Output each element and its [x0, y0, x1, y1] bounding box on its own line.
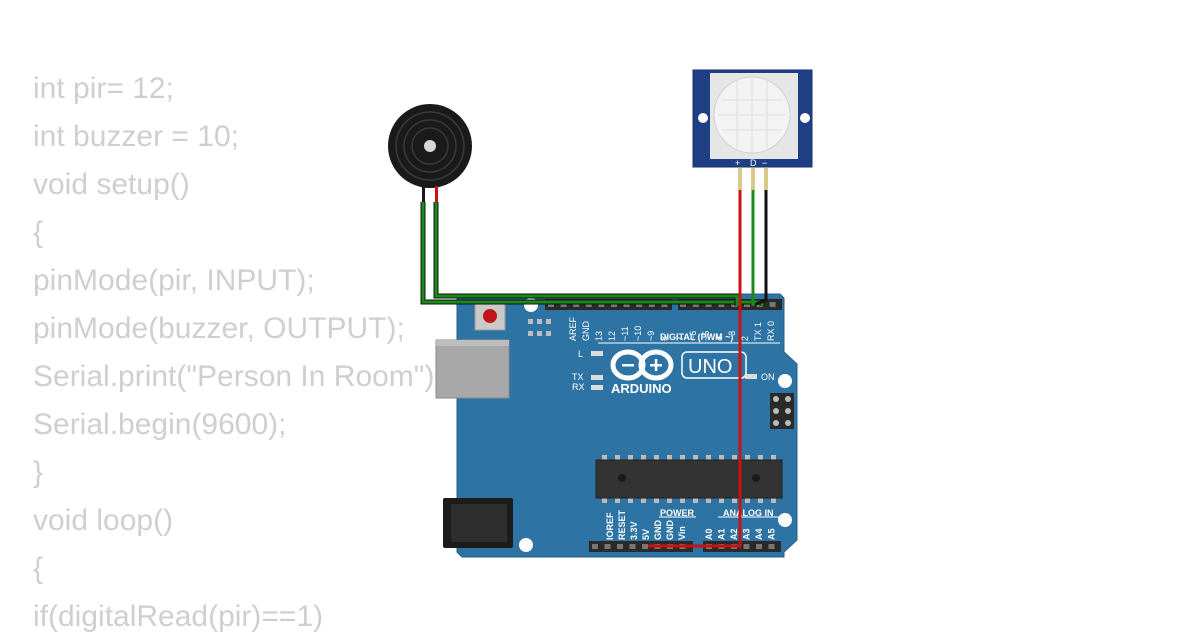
analog-pin-label: A2 — [729, 528, 739, 540]
arduino-brand-text: ARDUINO — [611, 381, 672, 396]
icsp-header — [528, 319, 551, 336]
digital-label: DIGITAL (PWM ~) — [660, 332, 733, 342]
digital-pin-label: 7 — [675, 336, 685, 341]
power-pin-label: GND — [665, 520, 675, 541]
code-line: void loop() — [33, 504, 174, 537]
code-line: Serial.begin(9600); — [33, 408, 287, 441]
led-l-label: L — [578, 349, 583, 359]
status-leds — [591, 351, 757, 390]
microcontroller-chip — [595, 455, 783, 503]
digital-pin-label: ~10 — [633, 326, 643, 341]
analog-pin-label: A1 — [717, 528, 727, 540]
reset-button[interactable] — [474, 302, 506, 331]
arduino-infinity-logo-icon — [610, 349, 674, 381]
wire-pir-ground — [755, 190, 768, 306]
icsp-header-right — [770, 393, 794, 429]
digital-pin-label: ~3 — [727, 331, 737, 341]
digital-pin-label: 8 — [659, 336, 669, 341]
led-tx-label: TX — [572, 372, 584, 382]
power-pin-label: GND — [653, 520, 663, 541]
digital-pin-label: 2 — [740, 336, 750, 341]
digital-pin-label: GND — [581, 321, 591, 342]
wire-buzzer-signal — [433, 202, 740, 306]
power-pin-label: IOREF — [605, 512, 615, 540]
analog-pin-label: A0 — [704, 528, 714, 540]
mounting-hole — [778, 513, 792, 527]
code-line: pinMode(pir, INPUT); — [33, 264, 315, 297]
mounting-hole — [519, 538, 533, 552]
led-rx-label: RX — [572, 382, 585, 392]
analog-pin-header — [703, 541, 781, 552]
code-line: Serial.print("Person In Room"); — [33, 360, 443, 393]
analog-pin-label: A3 — [742, 528, 752, 540]
pir-sensor-icon[interactable]: + D − — [692, 69, 813, 190]
mounting-hole — [778, 374, 792, 388]
digital-pin-label: 13 — [594, 331, 604, 341]
wire-pir-power — [648, 190, 742, 548]
pir-pin-plus-label: + — [735, 158, 740, 168]
dc-power-jack — [443, 498, 513, 548]
code-line: int pir= 12; — [33, 72, 174, 105]
analog-pin-label: A5 — [767, 528, 777, 540]
code-line: pinMode(buzzer, OUTPUT); — [33, 312, 405, 345]
pir-pin-minus-label: − — [762, 158, 767, 168]
code-line: if(digitalRead(pir)==1) — [33, 600, 324, 633]
power-pin-label: RESET — [617, 509, 627, 540]
digital-pin-label: RX 0 — [766, 321, 776, 341]
pir-pin-d-label: D — [750, 158, 757, 168]
digital-pin-label: 12 — [607, 331, 617, 341]
wire-buzzer-ground — [420, 202, 765, 306]
code-listing: int pir= 12; int buzzer = 10; void setup()… — [33, 66, 443, 642]
digital-pin-label: ~6 — [688, 331, 698, 341]
code-line: } — [33, 456, 44, 489]
power-label: POWER — [660, 508, 695, 518]
power-pin-label: 3.3V — [629, 521, 639, 540]
code-line: { — [33, 216, 44, 249]
uno-model-text: UNO — [688, 356, 732, 378]
power-pin-header — [589, 541, 693, 552]
digital-pin-label: ~11 — [620, 326, 630, 341]
digital-pin-label: TX 1 — [753, 322, 763, 341]
digital-pin-label: ~5 — [701, 331, 711, 341]
on-label: ON — [761, 372, 775, 382]
digital-pin-label: ~9 — [646, 331, 656, 341]
code-line: int buzzer = 10; — [33, 120, 239, 153]
uno-badge — [681, 351, 747, 379]
code-line: void setup() — [33, 168, 190, 201]
usb-connector — [435, 339, 510, 399]
power-pin-label: 5V — [641, 529, 651, 540]
digital-pin-label: AREF — [568, 316, 578, 341]
analog-label: ANALOG IN — [723, 508, 774, 518]
piezo-buzzer-icon[interactable] — [388, 104, 472, 204]
code-line: { — [33, 552, 44, 585]
analog-pin-label: A4 — [754, 528, 764, 540]
digital-pin-label: 4 — [714, 336, 724, 341]
power-pin-label: Vin — [677, 526, 687, 540]
